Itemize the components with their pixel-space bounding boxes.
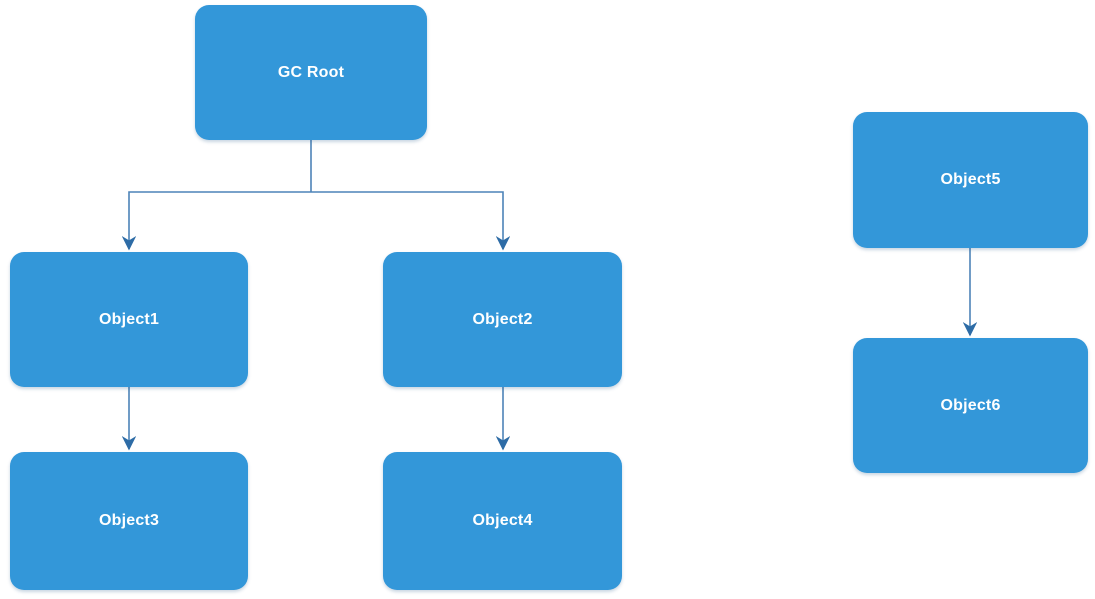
node-label: Object2 [472, 310, 533, 328]
node-gc-root[interactable]: GC Root [195, 5, 427, 140]
node-object6[interactable]: Object6 [853, 338, 1088, 473]
node-label: Object5 [940, 171, 1001, 188]
node-object2[interactable]: Object2 [383, 252, 622, 387]
edge-gcroot-object2 [311, 191, 511, 251]
node-label: Object1 [98, 310, 160, 328]
edge-gcroot-object1 [121, 191, 311, 251]
node-label: Object6 [940, 396, 1001, 414]
node-object3[interactable]: Object3 [10, 452, 248, 590]
node-label: GC Root [277, 63, 345, 81]
node-object1[interactable]: Object1 [10, 252, 248, 387]
node-label: Object3 [98, 512, 160, 529]
node-object5[interactable]: Object5 [853, 112, 1088, 248]
node-label: Object4 [472, 512, 533, 529]
node-object4[interactable]: Object4 [383, 452, 622, 590]
